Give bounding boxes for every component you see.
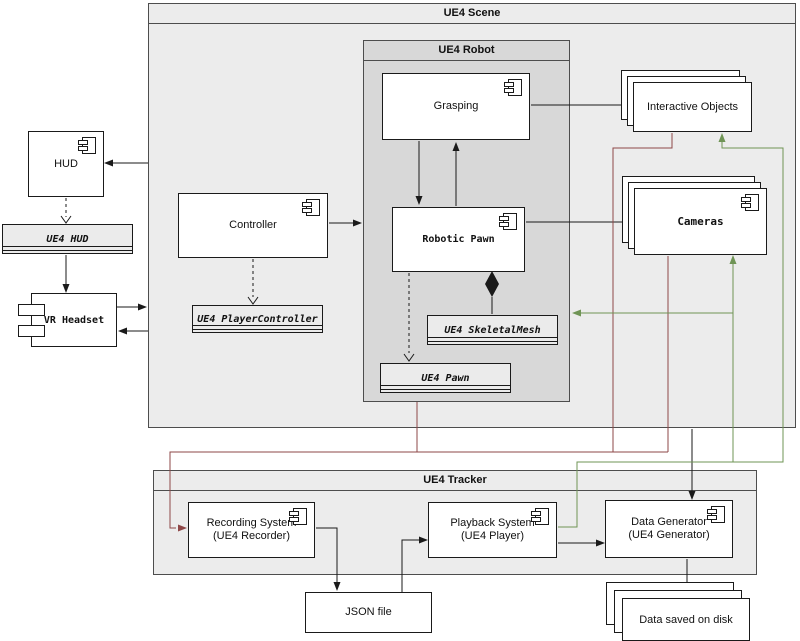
ue4-hud-label: UE4 HUD [46, 233, 89, 245]
cameras-label: Cameras [677, 215, 724, 228]
ue4-skeletalmesh-label: UE4 SkeletalMesh [444, 324, 541, 336]
interactive-objects-label: Interactive Objects [646, 101, 739, 113]
hud-component: HUD [28, 131, 104, 197]
vr-headset-component: VR Headset [18, 293, 117, 347]
container-title-ue4-tracker: UE4 Tracker [154, 471, 756, 491]
edge-recording-links [169, 133, 673, 529]
grasping-label: Grasping [433, 100, 479, 112]
playback-system-sublabel: (UE4 Player) [461, 530, 524, 542]
component-icon [531, 508, 549, 525]
data-saved-node: Data saved on disk [622, 598, 750, 641]
ue4-skeletalmesh-node: UE4 SkeletalMesh [427, 315, 558, 345]
component-tab [18, 325, 45, 337]
data-saved-stack: Data saved on disk [606, 582, 751, 641]
interactive-objects-stack: Interactive Objects [621, 70, 753, 133]
component-icon [499, 213, 517, 230]
playback-system-component: Playback System (UE4 Player) [428, 502, 557, 558]
component-icon [78, 137, 96, 154]
interactive-objects-component: Interactive Objects [633, 82, 752, 132]
data-generator-sublabel: (UE4 Generator) [628, 529, 710, 541]
controller-component: Controller [178, 193, 328, 258]
cameras-stack: Cameras [622, 176, 768, 256]
playback-system-label: Playback System [450, 517, 535, 529]
component-icon [504, 79, 522, 96]
data-generator-label: Data Generator [631, 516, 707, 528]
container-title-ue4-scene: UE4 Scene [149, 4, 795, 24]
data-generator-component: Data Generator (UE4 Generator) [605, 500, 733, 558]
component-tab [18, 304, 45, 316]
vr-headset-label: VR Headset [43, 314, 105, 326]
container-title-ue4-robot: UE4 Robot [364, 41, 569, 61]
ue4-playercontroller-label: UE4 PlayerController [197, 313, 318, 325]
json-file-label: JSON file [345, 606, 392, 618]
grasping-component: Grasping [382, 73, 530, 140]
component-icon [289, 508, 307, 525]
hud-label: HUD [54, 157, 78, 170]
edge-recorder-to-json [316, 527, 338, 583]
recording-system-label: Recording System [206, 517, 297, 529]
cameras-component: Cameras [634, 188, 767, 255]
robotic-pawn-label: Robotic Pawn [422, 234, 495, 245]
data-saved-label: Data saved on disk [639, 613, 733, 626]
edge-json-to-player [401, 539, 420, 592]
json-file-node: JSON file [305, 592, 432, 633]
ue4-pawn-node: UE4 Pawn [380, 363, 511, 393]
component-icon [707, 506, 725, 523]
component-icon [741, 194, 759, 211]
recording-system-component: Recording System (UE4 Recorder) [188, 502, 315, 558]
controller-label: Controller [229, 219, 277, 231]
ue4-pawn-label: UE4 Pawn [421, 372, 470, 384]
recording-system-sublabel: (UE4 Recorder) [212, 530, 291, 542]
ue4-playercontroller-node: UE4 PlayerController [192, 305, 323, 333]
component-icon [302, 199, 320, 216]
edge-playback-links [558, 142, 784, 528]
robotic-pawn-component: Robotic Pawn [392, 207, 525, 272]
ue4-hud-node: UE4 HUD [2, 224, 133, 254]
